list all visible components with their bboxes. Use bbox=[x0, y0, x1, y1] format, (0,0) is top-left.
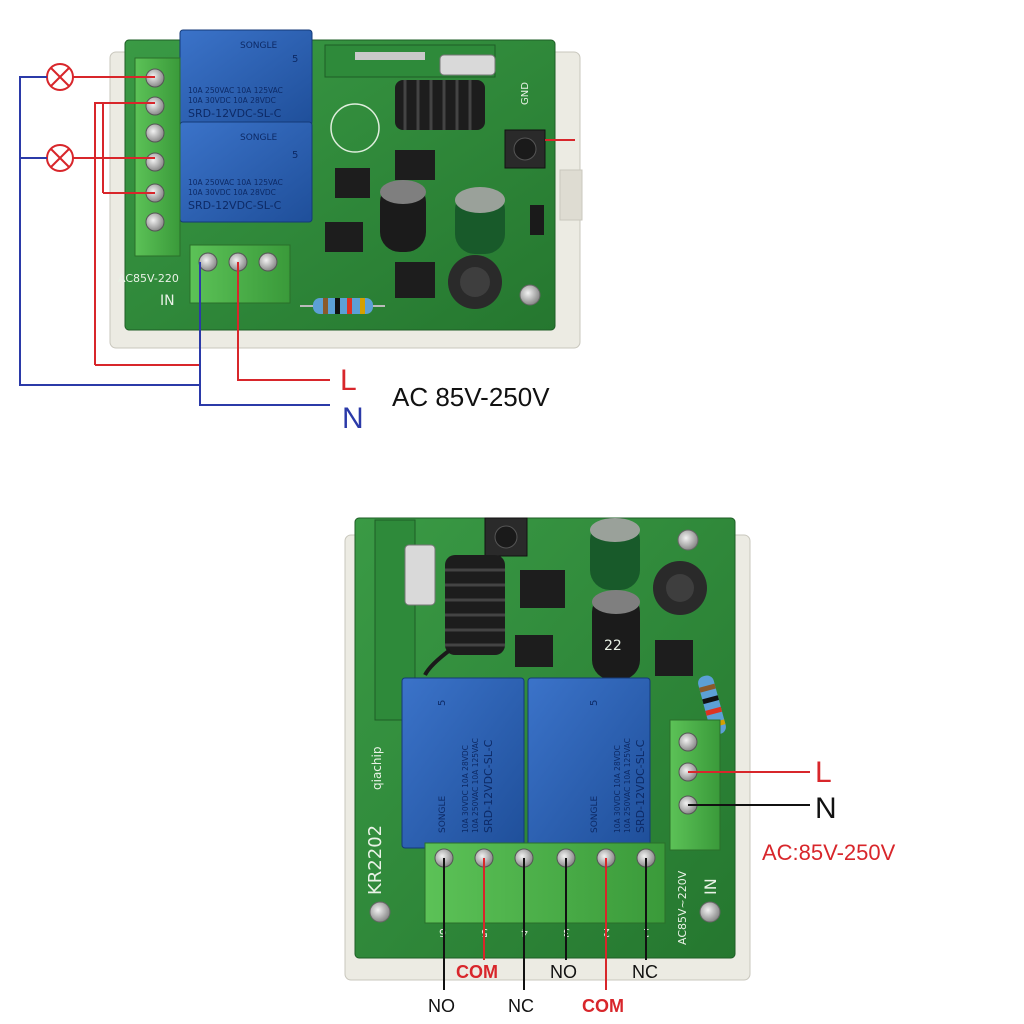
lamp-icon bbox=[46, 63, 74, 91]
terminal-screw bbox=[678, 732, 698, 752]
silk-in: IN bbox=[160, 293, 175, 309]
terminal-label: NC bbox=[632, 962, 658, 982]
diode bbox=[530, 205, 544, 235]
relay-spec: 10A 250VAC 10A 125VAC bbox=[188, 178, 283, 187]
lamp-icon bbox=[46, 144, 74, 172]
relay-spec: 10A 250VAC 10A 125VAC bbox=[623, 738, 632, 833]
silk-in: IN bbox=[701, 878, 720, 895]
terminal-screw bbox=[258, 252, 278, 272]
terminal-screw bbox=[145, 96, 165, 116]
relay-1: SONGLE 5 10A 250VAC 10A 125VAC 10A 30VDC… bbox=[179, 29, 313, 126]
inductor bbox=[448, 255, 502, 309]
top-label-N: N bbox=[342, 402, 364, 435]
relay-mark: 5 bbox=[589, 700, 600, 706]
resistor bbox=[300, 298, 385, 314]
ic-chip bbox=[520, 570, 565, 608]
antenna-coil bbox=[445, 555, 505, 655]
learn-button[interactable] bbox=[484, 517, 528, 557]
bottom-label-N: N bbox=[815, 792, 837, 825]
terminal-screw bbox=[145, 212, 165, 232]
relay-model: SRD-12VDC-SL-C bbox=[482, 739, 495, 833]
relay-mark: 5 bbox=[437, 700, 448, 706]
relay-brand: SONGLE bbox=[438, 795, 448, 833]
relay-spec: 10A 30VDC 10A 28VDC bbox=[188, 188, 276, 197]
relay-brand: SONGLE bbox=[240, 41, 278, 51]
relay-spec: 10A 30VDC 10A 28VDC bbox=[188, 96, 276, 105]
power-terminal-block bbox=[189, 244, 291, 304]
relay-model: SRD-12VDC-SL-C bbox=[634, 739, 647, 833]
crystal bbox=[439, 54, 496, 76]
terminal-label: COM bbox=[456, 962, 498, 982]
top-label-L: L bbox=[340, 364, 357, 397]
capacitor-label: 22 bbox=[604, 638, 622, 654]
relay-2: SONGLE 5 10A 250VAC 10A 125VAC 10A 30VDC… bbox=[179, 121, 313, 223]
pin-number: 6 bbox=[439, 926, 446, 939]
mount-screw bbox=[369, 901, 391, 923]
bottom-label-L: L bbox=[815, 756, 832, 789]
power-terminal-block bbox=[669, 719, 721, 851]
ic-chip bbox=[655, 640, 693, 676]
relay-mark: 5 bbox=[292, 54, 298, 65]
terminal-label: NO bbox=[550, 962, 577, 982]
mount-screw bbox=[699, 901, 721, 923]
terminal-wires bbox=[443, 771, 810, 990]
capacitor bbox=[380, 180, 426, 252]
live-wires bbox=[73, 76, 330, 381]
relay-spec: 10A 250VAC 10A 125VAC bbox=[188, 86, 283, 95]
relay-mark: 5 bbox=[292, 150, 298, 161]
relay-spec: 10A 30VDC 10A 28VDC bbox=[613, 745, 622, 833]
ic-chip bbox=[335, 168, 370, 198]
silk-ac: AC85V~220V bbox=[676, 870, 689, 945]
output-terminal-block bbox=[424, 842, 666, 924]
ic-chip bbox=[325, 222, 363, 252]
mount-screw bbox=[519, 284, 541, 306]
neutral-wires bbox=[19, 76, 330, 406]
relay-2: SRD-12VDC-SL-C 10A 250VAC 10A 125VAC 10A… bbox=[527, 677, 651, 849]
terminal-screw bbox=[145, 152, 165, 172]
antenna-coil bbox=[395, 80, 485, 130]
capacitor bbox=[590, 518, 640, 590]
terminal-label: NC bbox=[508, 996, 534, 1016]
terminal-screw bbox=[198, 252, 218, 272]
relay-model: SRD-12VDC-SL-C bbox=[188, 107, 282, 120]
terminal-screw bbox=[145, 123, 165, 143]
crystal bbox=[404, 544, 436, 606]
silk-ac: AC85V-220 bbox=[118, 272, 179, 285]
relay-1: SRD-12VDC-SL-C 10A 250VAC 10A 125VAC 10A… bbox=[401, 677, 525, 849]
top-diagram: GND bbox=[19, 29, 583, 435]
board-model: KR2202 bbox=[365, 825, 386, 895]
learn-button[interactable] bbox=[504, 129, 546, 169]
mount-screw bbox=[677, 529, 699, 551]
bottom-diagram: 22 SRD-12VDC-SL-C 10A 250VAC 10A 125VAC … bbox=[344, 517, 896, 1016]
capacitor: 22 bbox=[592, 590, 640, 680]
top-voltage-label: AC 85V-250V bbox=[392, 382, 550, 412]
terminal-label: COM bbox=[582, 996, 624, 1016]
relay-brand: SONGLE bbox=[590, 795, 600, 833]
ic-chip bbox=[395, 262, 435, 298]
board-brand: qiachip bbox=[370, 747, 384, 790]
terminal-label: NO bbox=[428, 996, 455, 1016]
relay-brand: SONGLE bbox=[240, 133, 278, 143]
inductor bbox=[653, 561, 707, 615]
relay-model: SRD-12VDC-SL-C bbox=[188, 199, 282, 212]
ic-chip bbox=[515, 635, 553, 667]
relay-spec: 10A 250VAC 10A 125VAC bbox=[471, 738, 480, 833]
silk-gnd: GND bbox=[520, 82, 531, 105]
silk-circle bbox=[330, 103, 380, 153]
relay-spec: 10A 30VDC 10A 28VDC bbox=[461, 745, 470, 833]
ic-chip bbox=[395, 150, 435, 180]
capacitor bbox=[455, 187, 505, 254]
bottom-voltage-label: AC:85V-250V bbox=[762, 840, 896, 865]
